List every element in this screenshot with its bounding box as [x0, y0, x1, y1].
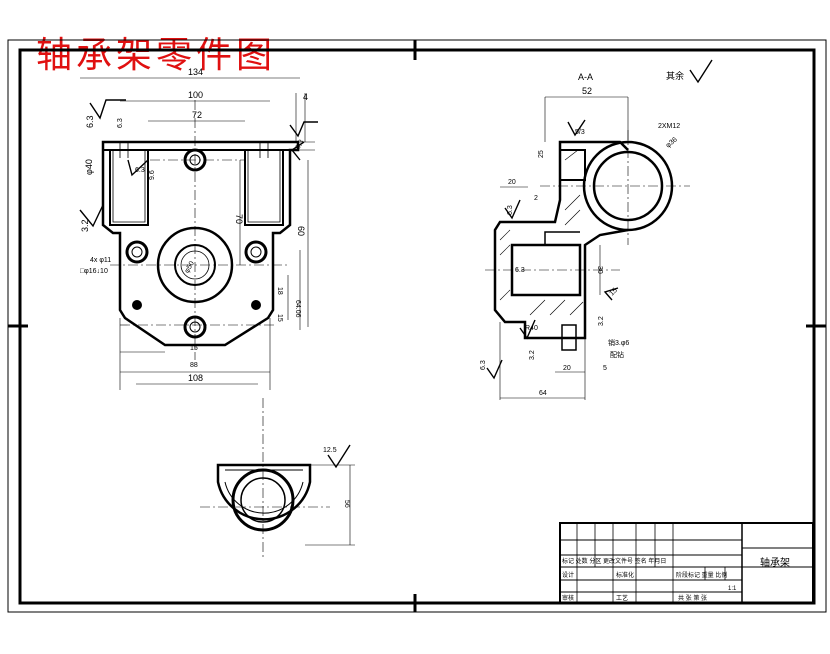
dim-4: 4: [303, 92, 308, 102]
title-block: [559, 522, 814, 604]
rough-mid-32: 3.2: [529, 350, 536, 360]
pin-note-2: 配钻: [610, 350, 624, 359]
chamfer-15: 15: [608, 287, 619, 298]
central-boss: [156, 226, 234, 304]
dim-30: 30: [596, 266, 603, 274]
bottom-view: 12.5 56: [200, 398, 355, 560]
others-rough: 其余: [666, 70, 684, 81]
tb-ratio: 1:1: [728, 586, 737, 592]
dim-2: 2: [534, 195, 538, 202]
rough-side: 3.2: [80, 219, 90, 232]
rough-125: 12.5: [323, 447, 337, 454]
dim-64-06: 64.06: [294, 300, 301, 318]
section-outline: [493, 140, 629, 340]
tb-process: 工艺: [616, 594, 628, 602]
dim-56: 56: [343, 500, 350, 508]
pin-note: 销3.φ6: [608, 338, 629, 347]
dim-52: 52: [582, 86, 592, 96]
mount-hole-top: [183, 148, 207, 172]
rough-32: 3.2: [598, 316, 605, 326]
counterbore-left: [125, 240, 149, 264]
central-bore: [174, 244, 216, 286]
dim-60: 60: [296, 226, 306, 236]
dim-64: 64: [539, 390, 547, 397]
tb-stage: 阶段标记 重量 比例: [676, 571, 727, 579]
rough-left-63: 6.3: [480, 360, 487, 370]
dim-5: 5: [603, 365, 607, 372]
front-view: 134 100 72 4 6.3 6.3 6.3 φ40 6.3 9.6 3.2…: [79, 67, 318, 390]
r-note: R40: [525, 325, 538, 332]
dim-9-6: 9.6: [149, 170, 156, 180]
tb-standard: 标准化: [616, 571, 634, 579]
bottom-view-outline: [216, 463, 312, 521]
rough-63: 6.3: [507, 205, 514, 215]
tb-design: 设计: [562, 571, 574, 579]
dim-15b: 15: [190, 345, 198, 352]
rough-left: 6.3: [85, 115, 95, 128]
rough-top-right: 6.3: [295, 139, 306, 151]
mount-hole-bottom: [183, 315, 207, 339]
dim-phi50: φ50: [184, 260, 196, 274]
holes-spec: 4x φ11: [90, 257, 111, 264]
dim-phi40: φ40: [84, 159, 94, 175]
dim-108: 108: [188, 373, 203, 383]
dim-20: 20: [508, 179, 516, 186]
tb-review: 审核: [562, 594, 574, 602]
dim-18: 18: [276, 287, 283, 295]
tb-sheets: 共 张 第 张: [678, 594, 707, 602]
section-label: A-A: [578, 72, 593, 82]
dim-20b: 20: [563, 365, 571, 372]
drawing-title: 轴承架零件图: [36, 35, 277, 76]
dim-phi36: φ36: [665, 136, 679, 149]
rough-inner: 6.3: [515, 267, 525, 274]
section-view: A-A 其余 52 2XM12 5/3 25 φ36 20 2 6.3 6.3 …: [480, 59, 713, 400]
tb-row-a: 标记 处数 分区 更改文件号 签名 年月日: [562, 557, 666, 565]
r-top: 5/3: [575, 129, 585, 136]
dim-134: 134: [188, 67, 203, 77]
dim-70: 70: [234, 214, 244, 224]
thread-spec: 2XM12: [658, 123, 680, 130]
holes-spec-2: □φ16↓10: [80, 268, 108, 275]
dim-88: 88: [190, 362, 198, 369]
dim-72: 72: [192, 110, 202, 120]
rough-slot-63: 6.3: [135, 167, 145, 174]
dim-15: 15: [276, 314, 283, 322]
sheet-border: [7, 39, 827, 613]
counterbore-right: [244, 240, 268, 264]
part-name: 轴承架: [760, 556, 790, 569]
dim-25: 25: [538, 150, 545, 158]
dim-100: 100: [188, 90, 203, 100]
rough-slot: 6.3: [117, 118, 124, 128]
shaft-ring-inner: [592, 150, 664, 222]
